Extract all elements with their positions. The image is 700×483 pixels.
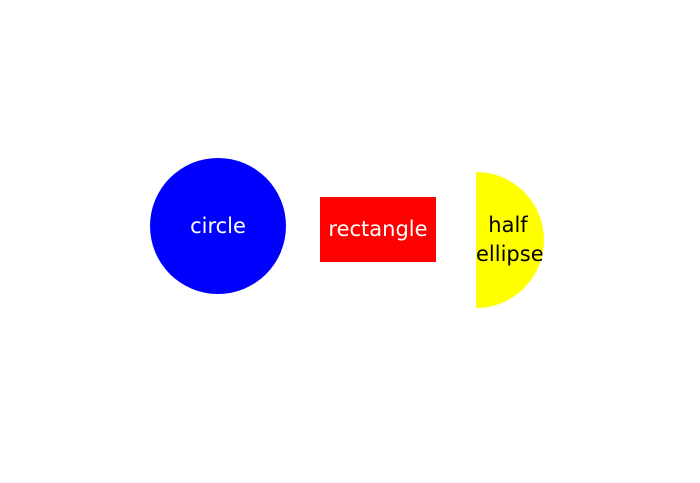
circle-shape: circle — [150, 158, 286, 294]
rectangle-label: rectangle — [328, 217, 428, 241]
half-ellipse-shape: half ellipse — [476, 172, 544, 308]
rectangle-shape: rectangle — [320, 197, 436, 262]
circle-label: circle — [190, 213, 246, 238]
half-ellipse-label: half ellipse — [476, 213, 544, 266]
